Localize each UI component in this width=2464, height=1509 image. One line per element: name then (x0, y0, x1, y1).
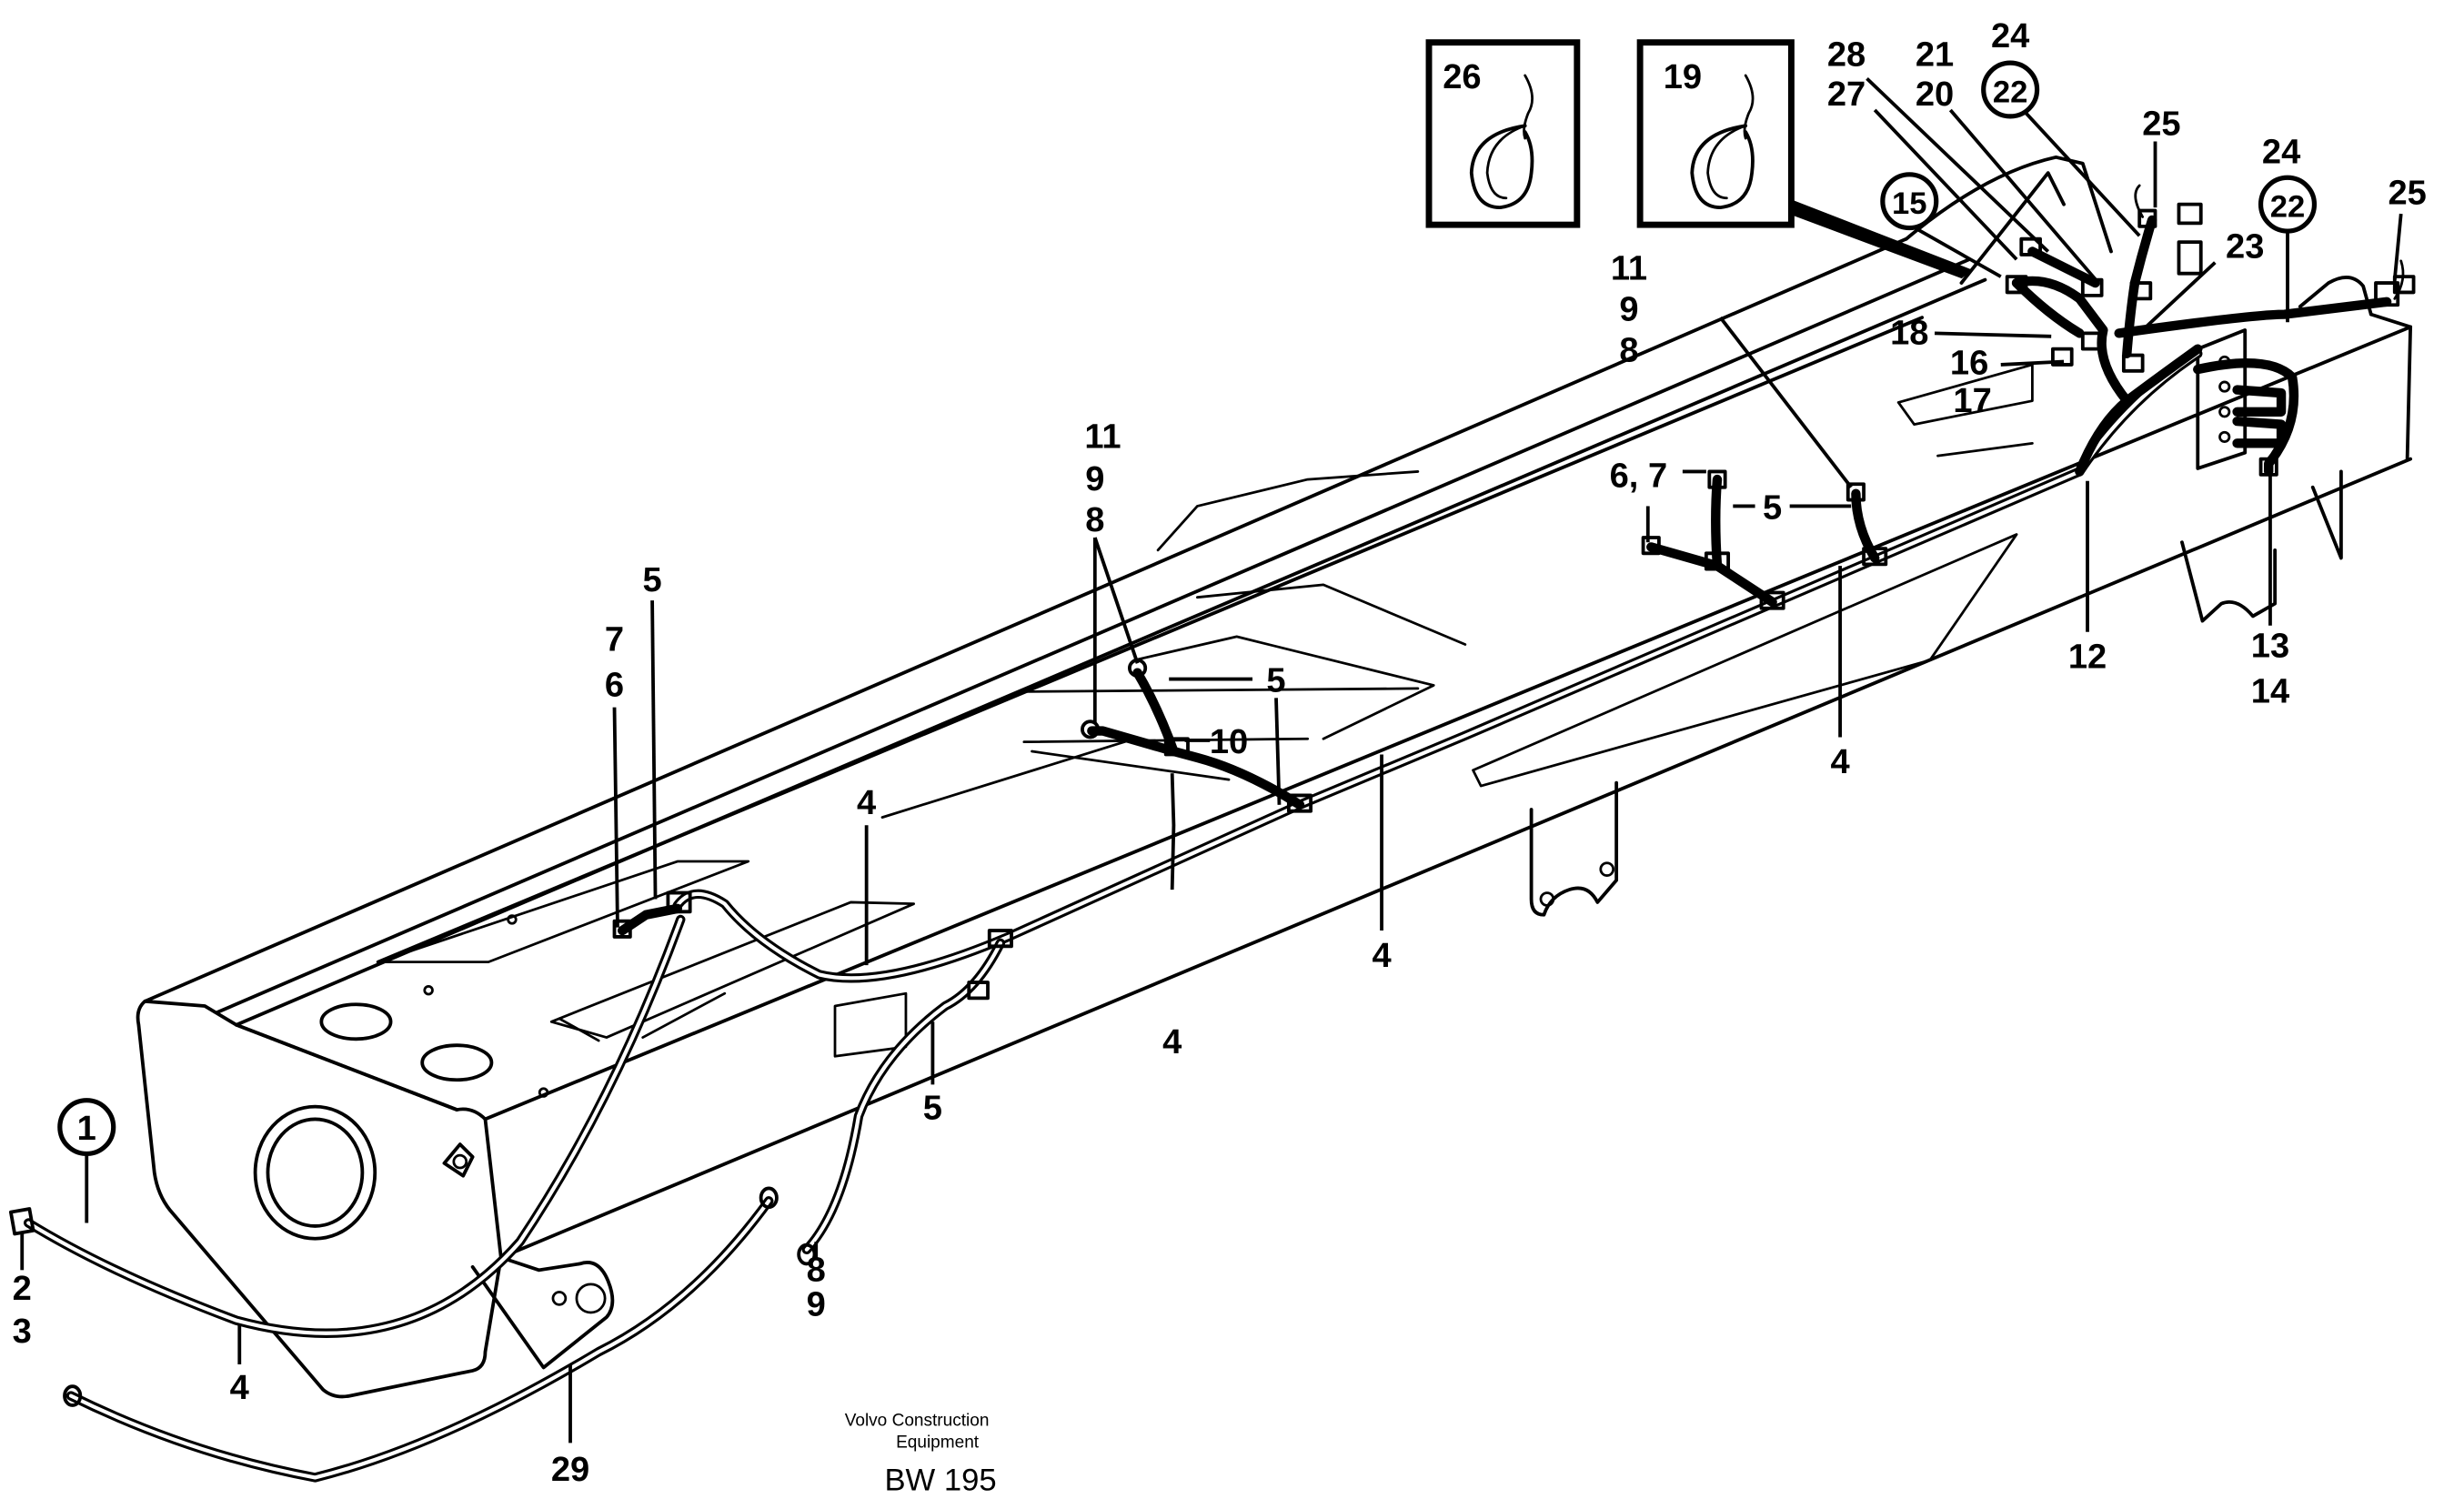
callout-19: 19 (1664, 58, 1702, 96)
callout-18: 18 (1890, 314, 1928, 352)
callout-16: 16 (1950, 344, 1988, 382)
callout-4: 4 (1162, 1023, 1182, 1061)
footer-company: Volvo Construction (845, 1411, 990, 1430)
callout-27: 27 (1827, 75, 1866, 114)
footer: Volvo Construction Equipment BW 195 (845, 1411, 997, 1497)
callout-29: 29 (551, 1451, 589, 1489)
callout-21: 21 (1916, 36, 1954, 75)
callout-20: 20 (1916, 75, 1954, 114)
callout-25: 25 (2142, 106, 2180, 144)
callout-10: 10 (1210, 723, 1248, 761)
callout-5: 5 (642, 561, 661, 599)
callout-6-7: 6, 7 (1610, 458, 1668, 496)
callout-labels: 1 2 3 4 29 8 9 5 7 6 5 4 4 4 11 9 8 5 10… (13, 17, 2427, 1489)
callout-7: 7 (605, 620, 624, 659)
callout-5: 5 (1266, 661, 1285, 699)
callout-2: 2 (13, 1270, 32, 1308)
callout-24: 24 (1991, 17, 2029, 55)
callout-9: 9 (1085, 460, 1104, 498)
callout-8: 8 (1085, 501, 1104, 539)
callout-17: 17 (1953, 382, 1991, 420)
callout-22: 22 (2270, 190, 2306, 225)
callout-1: 1 (77, 1110, 96, 1148)
callout-4: 4 (1830, 743, 1849, 781)
callout-28: 28 (1827, 36, 1866, 75)
callout-circles (57, 60, 2318, 1157)
callout-11: 11 (1611, 250, 1647, 288)
callout-4: 4 (857, 784, 876, 822)
connectors (9, 184, 2416, 1407)
callout-8: 8 (1619, 332, 1638, 370)
detail-box-26 (1425, 39, 1581, 228)
callout-8: 8 (807, 1251, 826, 1289)
callout-26: 26 (1443, 58, 1481, 96)
callout-13: 13 (2251, 627, 2289, 665)
callout-14: 14 (2251, 673, 2289, 711)
figure-code: BW 195 (884, 1463, 996, 1497)
callout-5: 5 (923, 1089, 942, 1127)
boom-structure (136, 155, 2413, 1399)
callout-12: 12 (2068, 638, 2107, 676)
callout-22: 22 (1993, 75, 2028, 109)
callout-23: 23 (2226, 227, 2264, 266)
cable-harness (23, 215, 2392, 1483)
leader-lines (20, 77, 2403, 1444)
callout-5: 5 (1763, 488, 1782, 527)
callout-15: 15 (1892, 186, 1927, 221)
callout-25: 25 (2388, 175, 2426, 213)
callout-4: 4 (1372, 937, 1391, 975)
callout-3: 3 (13, 1313, 32, 1351)
detail-box-19 (1636, 39, 1973, 279)
callout-4: 4 (230, 1369, 249, 1407)
callout-6: 6 (605, 667, 624, 705)
callout-11: 11 (1084, 418, 1121, 457)
footer-company-line2: Equipment (896, 1434, 980, 1453)
callout-9: 9 (807, 1285, 826, 1323)
callout-9: 9 (1619, 291, 1638, 329)
callout-24: 24 (2262, 134, 2300, 172)
